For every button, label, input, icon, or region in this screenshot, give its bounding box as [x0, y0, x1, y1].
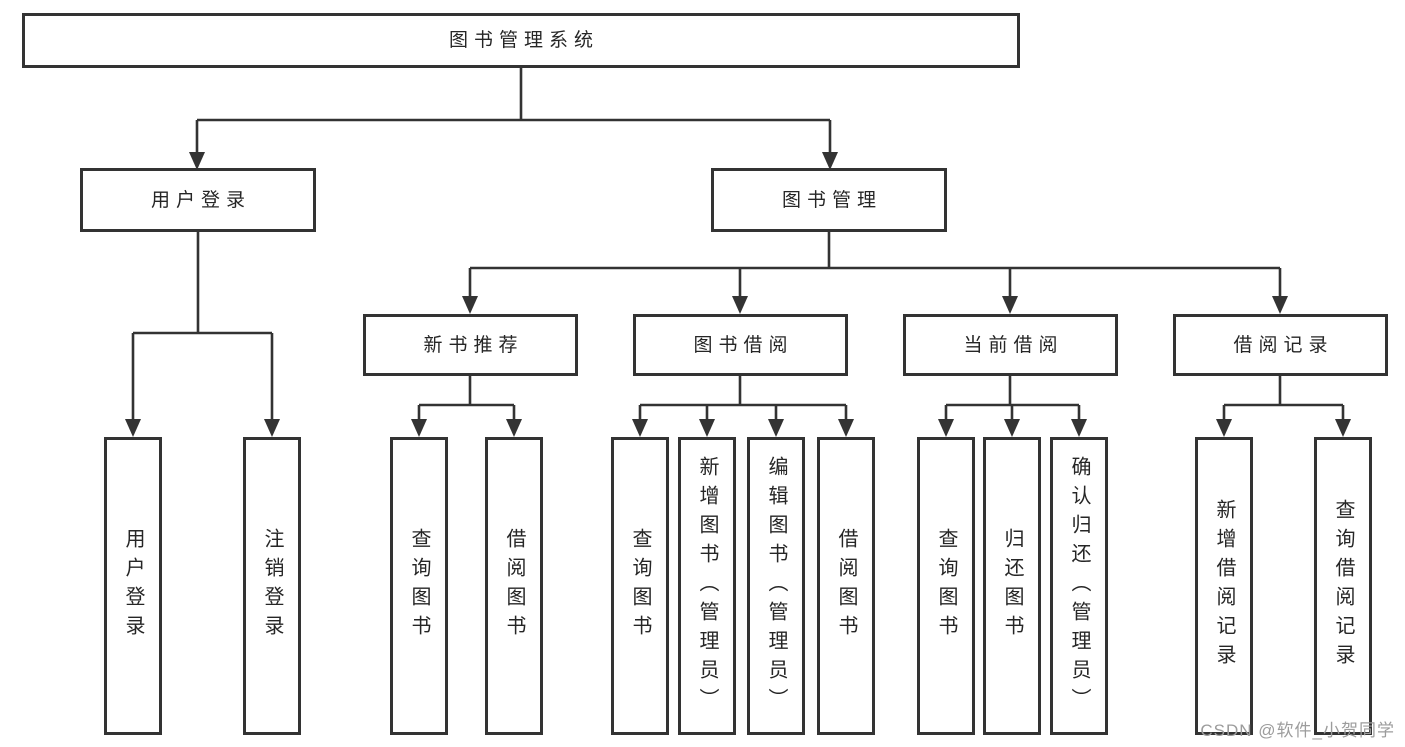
- csdn-watermark: CSDN @软件_小贺同学: [1200, 721, 1395, 740]
- leaf-edit-books-admin-label: 编辑图书（管理员）: [765, 455, 787, 717]
- leaf-borrow-books-2-label: 借阅图书: [835, 528, 857, 644]
- node-new-book-rec: 新书推荐: [363, 314, 578, 376]
- arrowhead: [732, 296, 748, 314]
- connector-new-book-rec-children: [411, 376, 522, 437]
- leaf-query-borrow-record: 查询借阅记录: [1314, 437, 1372, 735]
- leaf-query-books-1-label: 查询图书: [408, 528, 430, 644]
- leaf-add-books-admin-label: 新增图书（管理员）: [696, 455, 718, 717]
- node-book-borrow-label: 图书借阅: [693, 334, 794, 356]
- node-book-mgmt: 图书管理: [711, 168, 947, 232]
- arrowhead: [938, 419, 954, 437]
- arrowhead: [264, 419, 280, 437]
- leaf-return-books-label: 归还图书: [1001, 528, 1023, 644]
- node-new-book-rec-label: 新书推荐: [423, 334, 524, 356]
- node-root-label: 图书管理系统: [448, 30, 599, 51]
- node-current-borrow-label: 当前借阅: [963, 334, 1064, 356]
- arrowhead: [768, 419, 784, 437]
- leaf-query-books-2: 查询图书: [611, 437, 669, 735]
- node-user-login: 用户登录: [80, 168, 316, 232]
- arrowhead: [1272, 296, 1288, 314]
- arrowhead: [411, 419, 427, 437]
- node-book-mgmt-label: 图书管理: [781, 189, 882, 211]
- leaf-add-borrow-record: 新增借阅记录: [1195, 437, 1253, 735]
- arrowhead: [125, 419, 141, 437]
- connector-root-to-level2: [189, 68, 838, 170]
- arrowhead: [1002, 296, 1018, 314]
- arrowhead: [462, 296, 478, 314]
- connector-borrow-records-children: [1216, 376, 1351, 437]
- leaf-query-borrow-record-label: 查询借阅记录: [1332, 499, 1354, 673]
- leaf-borrow-books-2: 借阅图书: [817, 437, 875, 735]
- connector-current-borrow-children: [938, 376, 1087, 437]
- node-book-borrow: 图书借阅: [633, 314, 848, 376]
- leaf-logout: 注销登录: [243, 437, 301, 735]
- leaf-query-books-3: 查询图书: [917, 437, 975, 735]
- leaf-borrow-books-1-label: 借阅图书: [503, 528, 525, 644]
- leaf-return-books: 归还图书: [983, 437, 1041, 735]
- leaf-query-books-2-label: 查询图书: [629, 528, 651, 644]
- node-borrow-records: 借阅记录: [1173, 314, 1388, 376]
- arrowhead: [1004, 419, 1020, 437]
- arrowhead: [632, 419, 648, 437]
- leaf-user-login-label: 用户登录: [122, 528, 144, 644]
- leaf-confirm-return-admin: 确认归还（管理员）: [1050, 437, 1108, 735]
- leaf-add-books-admin: 新增图书（管理员）: [678, 437, 736, 735]
- arrowhead: [699, 419, 715, 437]
- leaf-query-books-1: 查询图书: [390, 437, 448, 735]
- leaf-logout-label: 注销登录: [261, 528, 283, 644]
- arrowhead: [838, 419, 854, 437]
- node-current-borrow: 当前借阅: [903, 314, 1118, 376]
- leaf-user-login: 用户登录: [104, 437, 162, 735]
- leaf-edit-books-admin: 编辑图书（管理员）: [747, 437, 805, 735]
- connector-user-login-children: [125, 232, 280, 437]
- leaf-query-books-3-label: 查询图书: [935, 528, 957, 644]
- connector-book-mgmt-to-level3: [462, 232, 1288, 314]
- arrowhead: [1335, 419, 1351, 437]
- leaf-borrow-books-1: 借阅图书: [485, 437, 543, 735]
- node-user-login-label: 用户登录: [150, 189, 251, 211]
- arrowhead: [1216, 419, 1232, 437]
- node-root: 图书管理系统: [22, 13, 1020, 68]
- arrowhead: [1071, 419, 1087, 437]
- leaf-confirm-return-admin-label: 确认归还（管理员）: [1068, 455, 1090, 717]
- connector-book-borrow-children: [632, 376, 854, 437]
- arrowhead: [506, 419, 522, 437]
- leaf-add-borrow-record-label: 新增借阅记录: [1213, 499, 1235, 673]
- node-borrow-records-label: 借阅记录: [1233, 334, 1334, 356]
